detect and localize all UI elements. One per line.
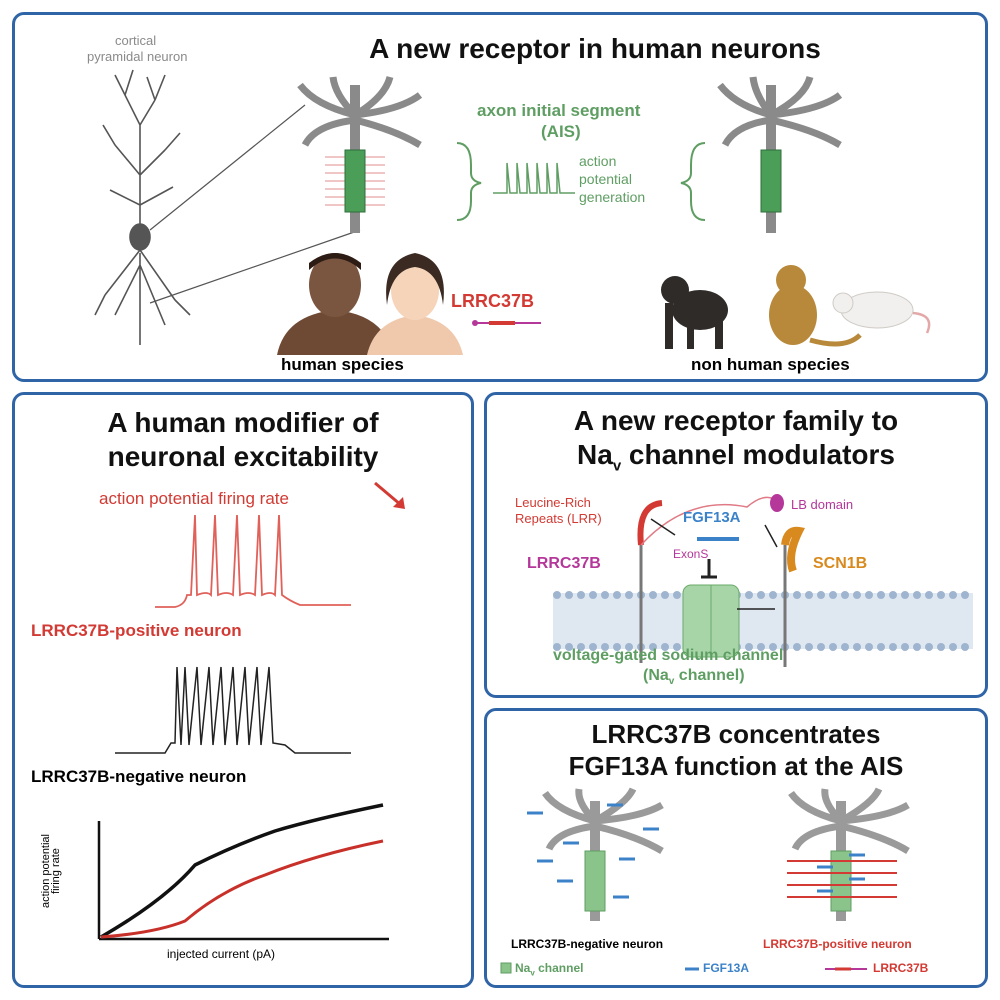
ais-nonhuman-icon <box>717 75 843 233</box>
legend-nav-label: Nav channel <box>515 961 584 978</box>
page-title: A new receptor in human neurons <box>369 33 821 64</box>
ap-label: potential <box>579 171 632 187</box>
brace-right <box>680 142 706 221</box>
ap-label: generation <box>579 189 646 205</box>
spike-trace <box>493 162 575 194</box>
panel-title: Nav channel modulators <box>577 439 895 475</box>
interaction-arrow <box>650 518 676 536</box>
interaction-arrow <box>764 524 778 548</box>
pyramidal-neuron-icon <box>94 69 191 345</box>
lrrc37b-label: LRRC37B <box>451 291 535 311</box>
decrease-arrow-icon <box>374 481 402 507</box>
positive-neuron-label: LRRC37B-positive neuron <box>31 621 242 640</box>
neuron-label: cortical <box>115 33 157 48</box>
human-species-label: human species <box>281 355 404 374</box>
y-axis-label: firing rate <box>49 848 62 894</box>
x-axis-label: injected current (pA) <box>167 947 276 961</box>
panel-title: A new receptor family to <box>573 405 899 436</box>
negative-neuron-label: LRRC37B-negative neuron <box>31 767 247 786</box>
scn1b-label: SCN1B <box>813 555 868 572</box>
exons-label: ExonS <box>673 547 709 561</box>
panel-concentrates-fgf13a: LRRC37B concentrates FGF13A function at … <box>484 708 988 988</box>
brace-left <box>456 142 482 221</box>
panel-human-modifier: A human modifier of neuronal excitabilit… <box>12 392 474 988</box>
lrrc37b-label: LRRC37B <box>527 555 601 572</box>
legend-fgf13a-label: FGF13A <box>703 961 750 975</box>
ais-positive-icon <box>787 787 910 921</box>
lrr-label: Repeats (LRR) <box>515 511 602 526</box>
zoom-line <box>149 229 361 304</box>
inhibition-icon <box>701 559 717 579</box>
ais-negative-icon <box>527 787 664 921</box>
neuron-label: pyramidal neuron <box>87 49 188 64</box>
panel-right-bottom-artwork <box>500 787 910 974</box>
lrr-label: Leucine-Rich <box>515 495 591 510</box>
negative-neuron-label: LRRC37B-negative neuron <box>511 937 664 951</box>
firing-rate-label: action potential firing rate <box>99 489 289 508</box>
panel-left-artwork <box>97 481 405 941</box>
lb-domain-label: LB domain <box>791 497 854 512</box>
panel-right-top-artwork <box>553 494 973 667</box>
lrrc37b-receptor-icon <box>472 320 541 326</box>
panel-title: neuronal excitability <box>107 441 379 472</box>
positive-neuron-label: LRRC37B-positive neuron <box>763 937 912 951</box>
negative-neuron-trace <box>115 666 351 754</box>
positive-neuron-trace <box>155 514 351 608</box>
panel-title: FGF13A function at the AIS <box>568 751 904 781</box>
fi-curve-positive <box>100 839 384 939</box>
ais-human-icon <box>297 75 423 233</box>
lb-domain-icon <box>770 494 784 512</box>
panel-title: A human modifier of <box>107 407 379 438</box>
nonhuman-species-label: non human species <box>691 355 850 374</box>
ais-abbr-label: (AIS) <box>541 122 581 141</box>
chimpanzee-icon <box>661 276 728 349</box>
panel-title: LRRC37B concentrates <box>591 719 881 749</box>
panel-new-receptor: A new receptor in human neurons cortical… <box>12 12 988 382</box>
monkey-icon <box>769 265 862 347</box>
panel-top-artwork <box>94 69 931 355</box>
fi-curve-negative <box>100 803 384 939</box>
legend-lrrc37b-label: LRRC37B <box>873 961 929 975</box>
legend-nav-icon <box>500 962 512 974</box>
fgf13a-label: FGF13A <box>683 509 741 526</box>
human-faces-icon <box>277 253 463 355</box>
channel-label: (Nav channel) <box>643 667 745 688</box>
panel-receptor-family: A new receptor family to Nav channel mod… <box>484 392 988 698</box>
mouse-icon <box>832 291 931 334</box>
ap-label: action <box>579 153 617 169</box>
ais-label: axon initial segment <box>477 101 641 120</box>
zoom-line <box>149 104 306 231</box>
cell-membrane-icon <box>553 591 973 651</box>
channel-label: voltage-gated sodium channel <box>553 647 784 664</box>
